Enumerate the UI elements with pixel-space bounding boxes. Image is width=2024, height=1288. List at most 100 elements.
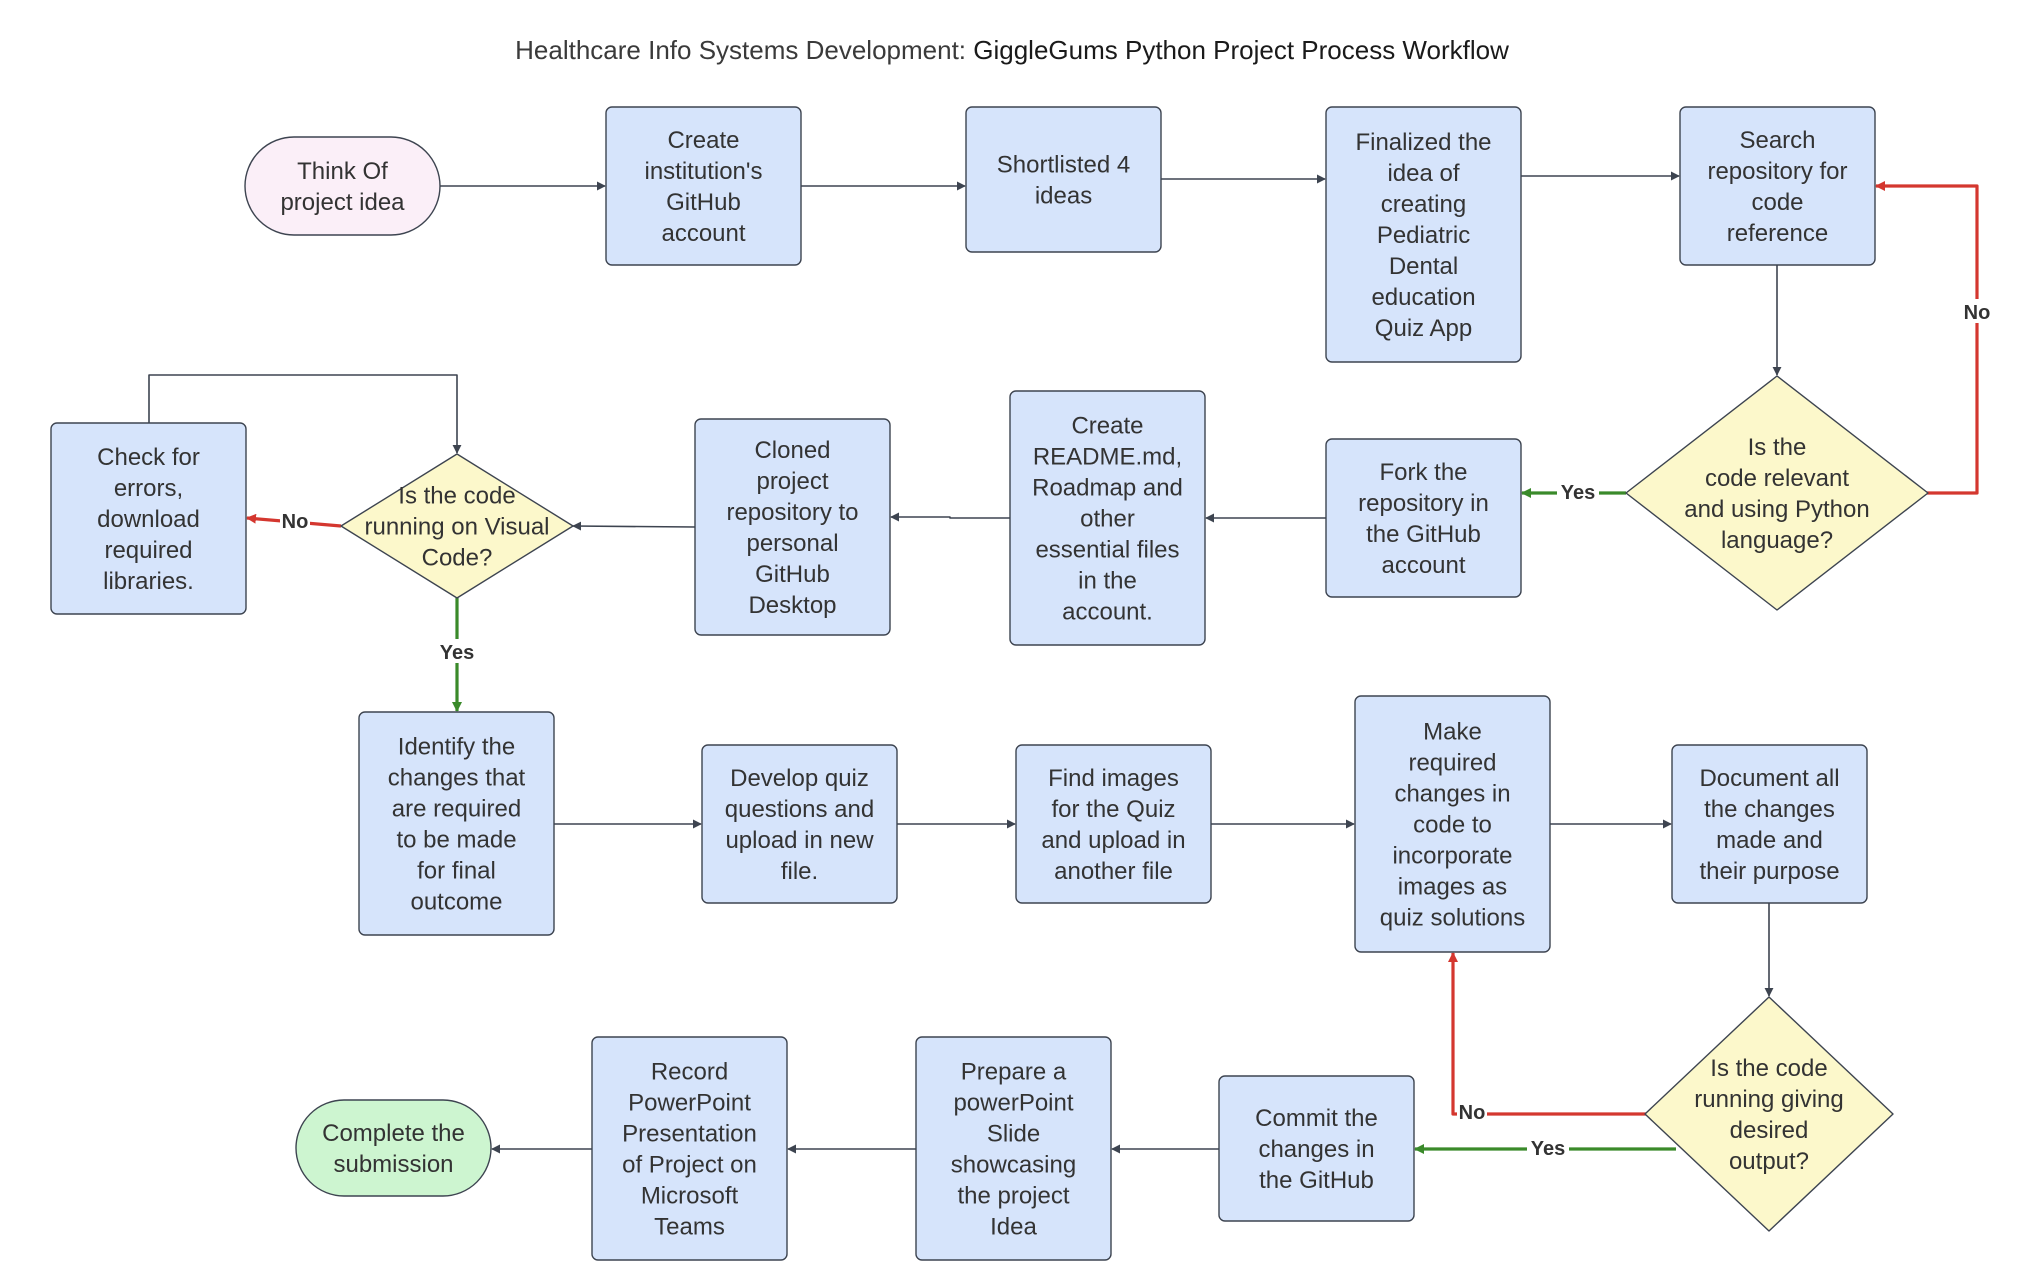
node-label-line: Fork the bbox=[1379, 459, 1467, 486]
node-label-line: Microsoft bbox=[641, 1183, 739, 1210]
process-box bbox=[1325, 106, 1522, 363]
node-label-line: required bbox=[104, 537, 192, 564]
node-label-line: Is the bbox=[1748, 434, 1807, 461]
process-box bbox=[1218, 1075, 1415, 1222]
node-label-line: code bbox=[1751, 189, 1803, 216]
node-label-line: file. bbox=[781, 858, 818, 885]
node-label-line: project bbox=[756, 468, 828, 495]
node-label-line: required bbox=[1408, 750, 1496, 777]
node-label-line: GitHub bbox=[755, 561, 830, 588]
node-label-line: Develop quiz bbox=[730, 765, 869, 792]
node-label-line: running on Visual bbox=[364, 514, 549, 541]
node-label-line: Dental bbox=[1389, 253, 1458, 280]
node-label-line: Cloned bbox=[754, 437, 830, 464]
node-label-line: the project bbox=[957, 1183, 1069, 1210]
node-label-line: in the bbox=[1078, 568, 1137, 595]
node-label-line: questions and bbox=[725, 796, 874, 823]
decision-diamond bbox=[1644, 996, 1894, 1232]
edges bbox=[148, 171, 1979, 1154]
edge-label-text: Yes bbox=[440, 642, 474, 664]
node-label-line: Is the code bbox=[1710, 1055, 1827, 1082]
node-label: Shortlisted 4 ideas bbox=[997, 152, 1130, 210]
node-label-line: Roadmap and bbox=[1032, 475, 1183, 502]
edge-label-backing bbox=[1527, 1135, 1569, 1159]
node-label-line: Finalized the bbox=[1355, 129, 1491, 156]
node-label-line: outcome bbox=[410, 889, 502, 916]
node-label-line: Pediatric bbox=[1377, 222, 1470, 249]
node-label-line: Search bbox=[1739, 127, 1815, 154]
process-box bbox=[1009, 390, 1206, 646]
edge-label-backing bbox=[1457, 1099, 1487, 1123]
node-label-line: ideas bbox=[1035, 183, 1092, 210]
process-box bbox=[701, 744, 898, 904]
node-label-line: personal bbox=[746, 530, 838, 557]
node-label-line: Teams bbox=[654, 1214, 725, 1241]
node-label-line: PowerPoint bbox=[628, 1090, 751, 1117]
node-label-line: Shortlisted 4 bbox=[997, 152, 1130, 179]
edge-label-text: Yes bbox=[1531, 1138, 1565, 1160]
develop-quiz-step: Develop quiz questions and upload in new fi… bbox=[701, 744, 898, 904]
edge-label-backing bbox=[1557, 479, 1599, 503]
connector-no-19 bbox=[1448, 952, 1646, 1116]
node-label-line: README.md, bbox=[1033, 444, 1182, 471]
node-label-line: Identify the bbox=[398, 734, 515, 761]
edge-label-text: No bbox=[282, 511, 309, 533]
node-label-line: incorporate bbox=[1392, 843, 1512, 870]
edge-label-output-yes: Yes bbox=[1527, 1135, 1569, 1160]
node-label-line: code relevant bbox=[1705, 465, 1849, 492]
node-label-line: the GitHub bbox=[1366, 521, 1481, 548]
node-label-line: upload in new bbox=[725, 827, 874, 854]
node-label-line: for final bbox=[417, 858, 496, 885]
node-label-line: Check for bbox=[97, 444, 200, 471]
node-label-line: account bbox=[661, 220, 745, 247]
node-label-line: project idea bbox=[280, 189, 405, 216]
node-label-line: Is the code bbox=[398, 483, 515, 510]
node-label-line: powerPoint bbox=[953, 1090, 1073, 1117]
node-label-line: quiz solutions bbox=[1380, 905, 1525, 932]
node-label-line: Desktop bbox=[748, 592, 836, 619]
node-label-line: their purpose bbox=[1699, 858, 1839, 885]
process-box bbox=[358, 711, 555, 936]
node-label-line: Slide bbox=[987, 1121, 1040, 1148]
node-label-line: Document all bbox=[1699, 765, 1839, 792]
node-label-line: download bbox=[97, 506, 200, 533]
process-box bbox=[915, 1036, 1112, 1261]
node-label-line: institution's bbox=[645, 158, 763, 185]
node-label-line: changes that bbox=[388, 765, 526, 792]
process-box bbox=[1671, 744, 1868, 904]
node-label-line: changes in bbox=[1258, 1136, 1374, 1163]
edge-label-relevant-no: No bbox=[1962, 299, 1992, 324]
node-label-line: submission bbox=[333, 1151, 453, 1178]
edge-label-backing bbox=[436, 639, 478, 663]
node-label-line: essential files bbox=[1035, 537, 1179, 564]
node-label-line: showcasing bbox=[951, 1152, 1076, 1179]
node-label-line: Code? bbox=[422, 545, 493, 572]
diagram-title: Healthcare Info Systems Development: Gig… bbox=[515, 35, 1509, 65]
edge-label-vscode-no: No bbox=[280, 508, 310, 533]
node-label-line: images as bbox=[1398, 874, 1507, 901]
node-label-line: Make bbox=[1423, 719, 1482, 746]
node-label-line: and upload in bbox=[1041, 827, 1185, 854]
connector-12 bbox=[148, 374, 462, 454]
edge-label-text: No bbox=[1459, 1102, 1486, 1124]
shortlist-ideas-step: Shortlisted 4 ideas bbox=[965, 106, 1162, 253]
